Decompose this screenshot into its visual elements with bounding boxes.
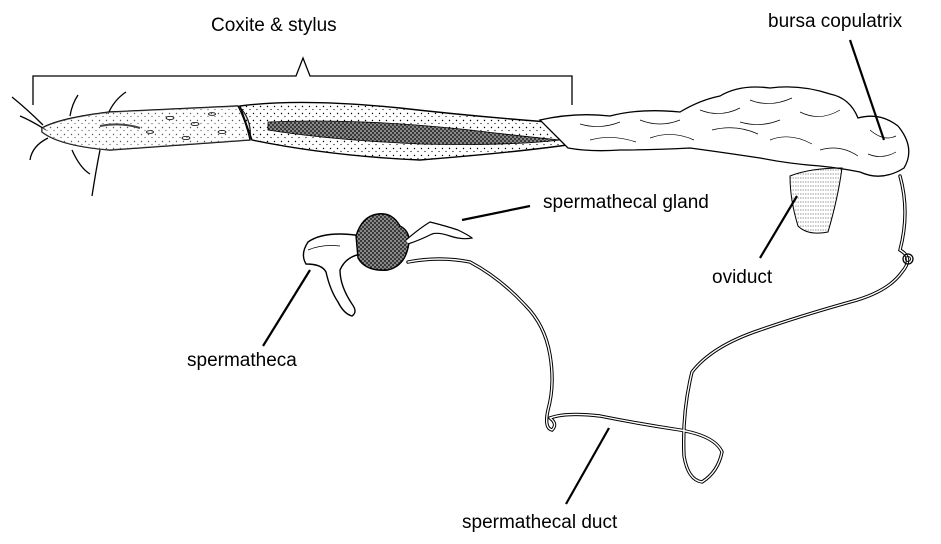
label-spermatheca: spermatheca: [187, 351, 297, 370]
label-coxite-stylus: Coxite & stylus: [211, 16, 337, 35]
spermathecal-gland-duct: [406, 222, 472, 244]
label-spermathecal-duct: spermathecal duct: [462, 513, 617, 532]
membranous-tube: [540, 87, 909, 176]
spermathecal-duct-inner: [408, 176, 908, 482]
label-oviduct: oviduct: [712, 268, 772, 287]
spermathecal-duct-line: [408, 176, 908, 482]
spermatheca-shape: [303, 234, 362, 316]
spermathecal-reservoir: [356, 214, 409, 271]
coxite-bracket: [33, 58, 572, 105]
label-bursa-copulatrix: bursa copulatrix: [768, 12, 902, 31]
label-spermathecal-gland: spermathecal gland: [543, 193, 709, 212]
oviduct-shape: [790, 168, 842, 233]
